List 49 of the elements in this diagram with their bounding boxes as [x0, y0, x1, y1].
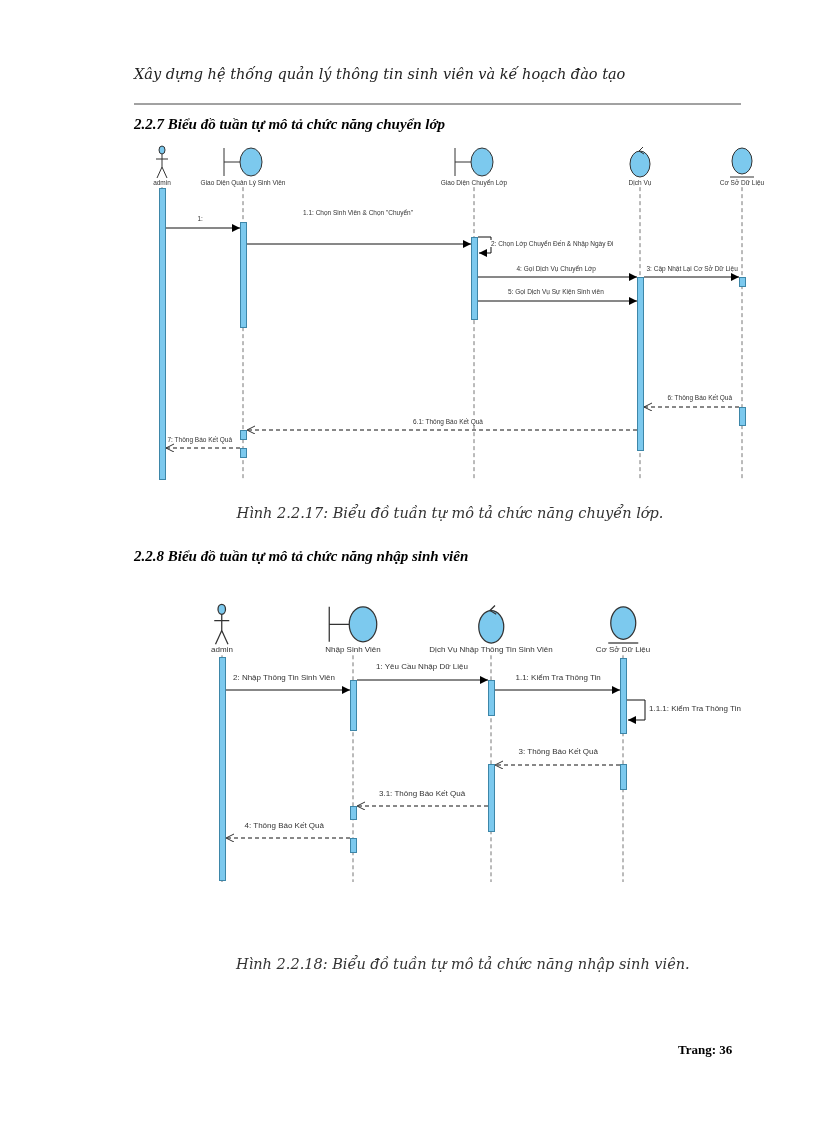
message-arrow — [494, 686, 621, 694]
section-heading: 2.2.8 Biểu đồ tuần tự mô tả chức năng nhập sinh viên — [134, 548, 469, 565]
section-heading: 2.2.7 Biểu đồ tuần tự mô tả chức năng chuyển lớp — [134, 116, 446, 133]
message-arrow — [643, 402, 740, 412]
activation-bar — [488, 680, 495, 716]
message-label: 1.1: Kiểm Tra Thông Tin — [514, 673, 602, 683]
participant-name: Cơ Sở Dữ Liệu — [595, 645, 651, 655]
message-arrow — [356, 676, 489, 684]
message-label: 2: Nhập Thông Tin Sinh Viên — [232, 673, 336, 683]
participant-name: Nhập Sinh Viên — [325, 645, 381, 655]
self-message-arrow — [626, 699, 646, 724]
message-arrow — [165, 443, 241, 453]
message-label: 1: Yêu Cầu Nhập Dữ Liệu — [375, 662, 469, 672]
activation-bar — [219, 657, 226, 881]
activation-bar — [240, 430, 247, 440]
activation-bar — [350, 838, 357, 853]
message-arrow — [494, 760, 621, 770]
message-label: 1.1.1: Kiểm Tra Thông Tin — [648, 704, 742, 714]
activation-bar — [739, 277, 746, 287]
message-arrow — [246, 240, 472, 248]
figure-caption: Hình 2.2.17: Biểu đồ tuần tự mô tả chức năng chuyển lớp. — [236, 505, 664, 521]
message-arrow — [225, 686, 351, 694]
activation-bar — [620, 764, 627, 790]
message-arrow — [643, 273, 740, 281]
message-arrow — [225, 833, 351, 843]
message-arrow — [477, 297, 638, 305]
self-message-arrow — [477, 236, 492, 257]
message-label: 4: Thông Báo Kết Quả — [243, 821, 325, 831]
message-arrow — [165, 224, 241, 232]
message-arrow — [356, 801, 489, 811]
activation-bar — [620, 658, 627, 734]
participant-name: Dịch Vụ Nhập Thông Tin Sinh Viên — [429, 645, 553, 655]
activation-bar — [240, 448, 247, 458]
page-header: Xây dựng hệ thống quản lý thông tin sinh viên và kế hoạch đào tạo — [134, 66, 626, 82]
message-label: 3.1: Thông Báo Kết Quả — [378, 789, 467, 799]
participant-name: admin — [211, 645, 233, 655]
figure-caption: Hình 2.2.18: Biểu đồ tuần tự mô tả chức năng nhập sinh viên. — [236, 956, 690, 972]
activation-bar — [350, 806, 357, 820]
activation-bar — [488, 764, 495, 832]
message-arrow — [246, 425, 638, 435]
activation-bar — [350, 680, 357, 731]
activation-bar — [240, 222, 247, 328]
activation-bar — [471, 237, 478, 320]
activation-bar — [159, 188, 166, 480]
message-arrow — [477, 273, 638, 281]
message-label: 3: Thông Báo Kết Quả — [517, 747, 599, 757]
activation-bar — [637, 277, 644, 451]
activation-bar — [739, 407, 746, 426]
page-number: Trang: 36 — [678, 1042, 733, 1058]
